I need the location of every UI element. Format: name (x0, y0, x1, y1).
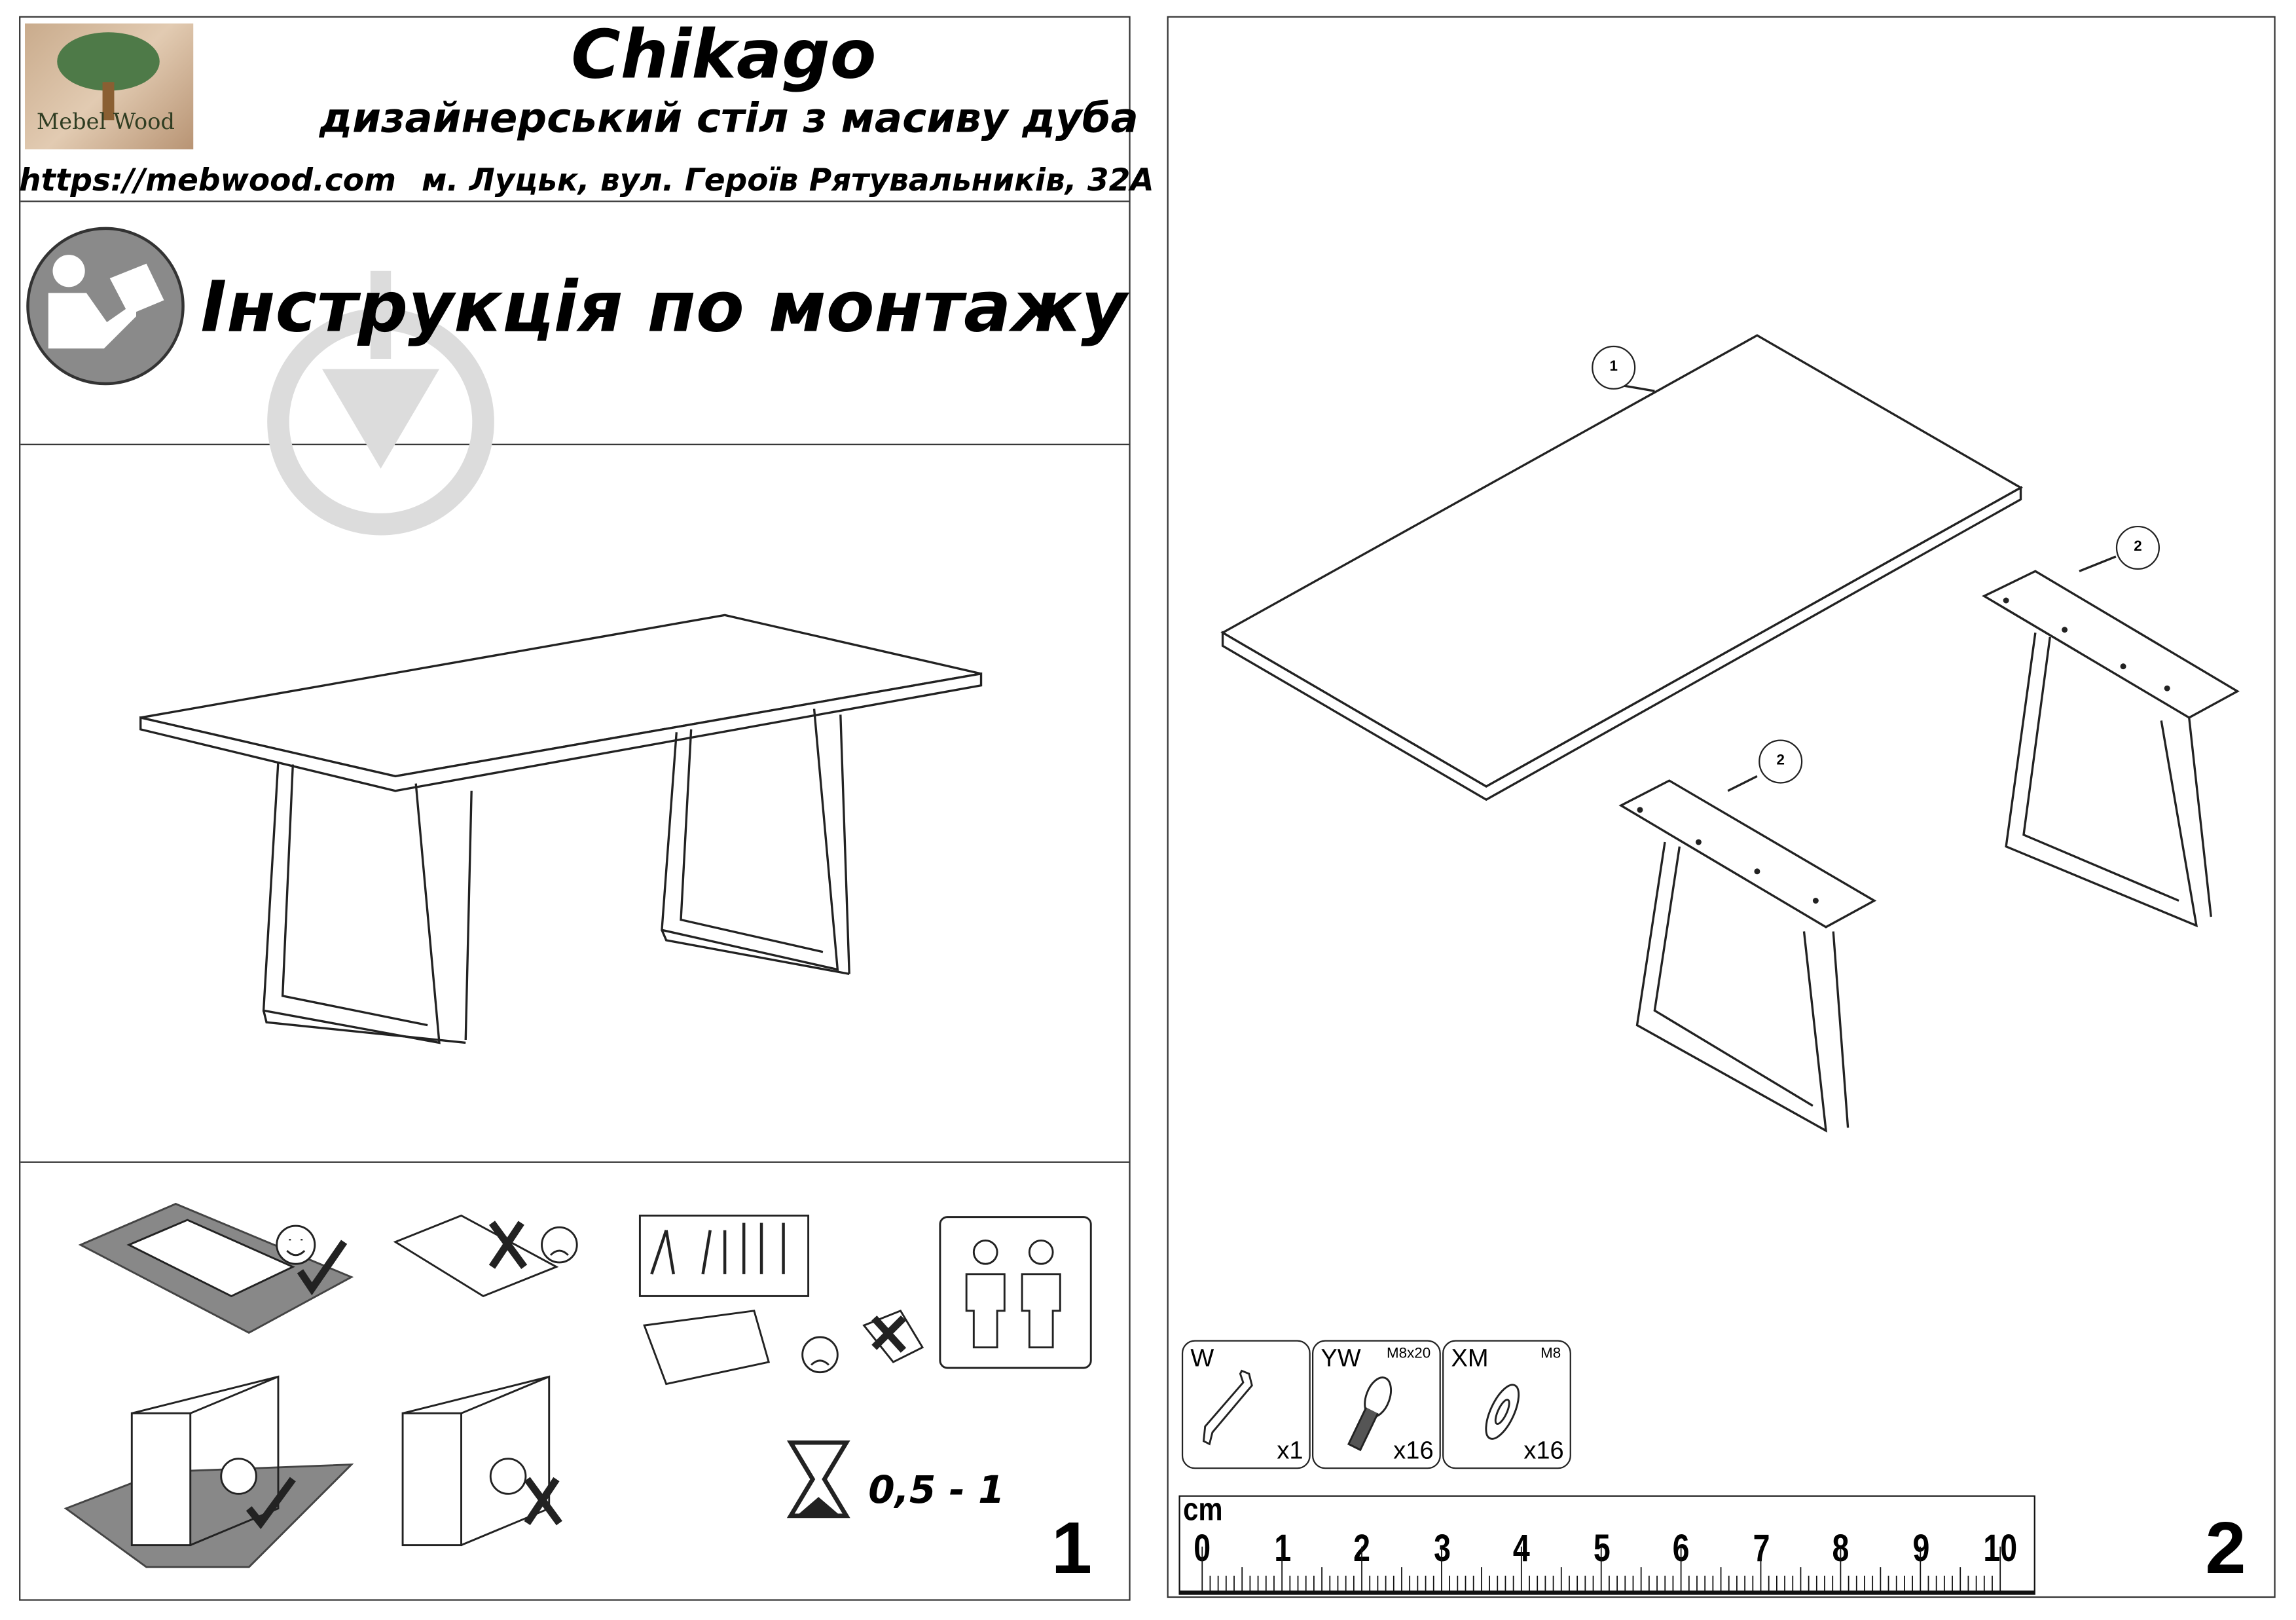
callout-2b: 2 (1758, 739, 1803, 784)
hex-key-icon (1202, 1369, 1253, 1446)
callout-2a: 2 (2115, 525, 2160, 570)
hardware-W: W x1 (1181, 1340, 1311, 1469)
callout-1: 1 (1592, 345, 1636, 390)
address: м. Луцьк, вул. Героїв Рятувальників, 32А (422, 162, 1154, 198)
product-subtitle: дизайнерський стіл з масиву дуба (319, 94, 1139, 142)
product-title: Chikago (571, 14, 877, 94)
assembly-time: 0,5 - 1 (868, 1469, 1005, 1513)
leg-part (1618, 779, 1877, 929)
bolt-icon (1347, 1376, 1393, 1452)
washer-icon (1485, 1384, 1520, 1440)
page-number-left: 1 (1051, 1507, 1093, 1589)
left-panel (19, 16, 1131, 1601)
instructions-title: Інструкція по монтажу (200, 267, 1127, 349)
hardware-XM: XM M8 x16 (1442, 1340, 1571, 1469)
ruler-ticks (1201, 1546, 2001, 1591)
right-panel (1167, 16, 2276, 1598)
hardware-YW: YW M8x20 x16 (1311, 1340, 1441, 1469)
website-link[interactable]: https://mebwood.com (19, 162, 396, 198)
page-number-right: 2 (2205, 1507, 2246, 1589)
logo: Mebel Wood (25, 23, 194, 150)
leg-part (1982, 570, 2240, 719)
